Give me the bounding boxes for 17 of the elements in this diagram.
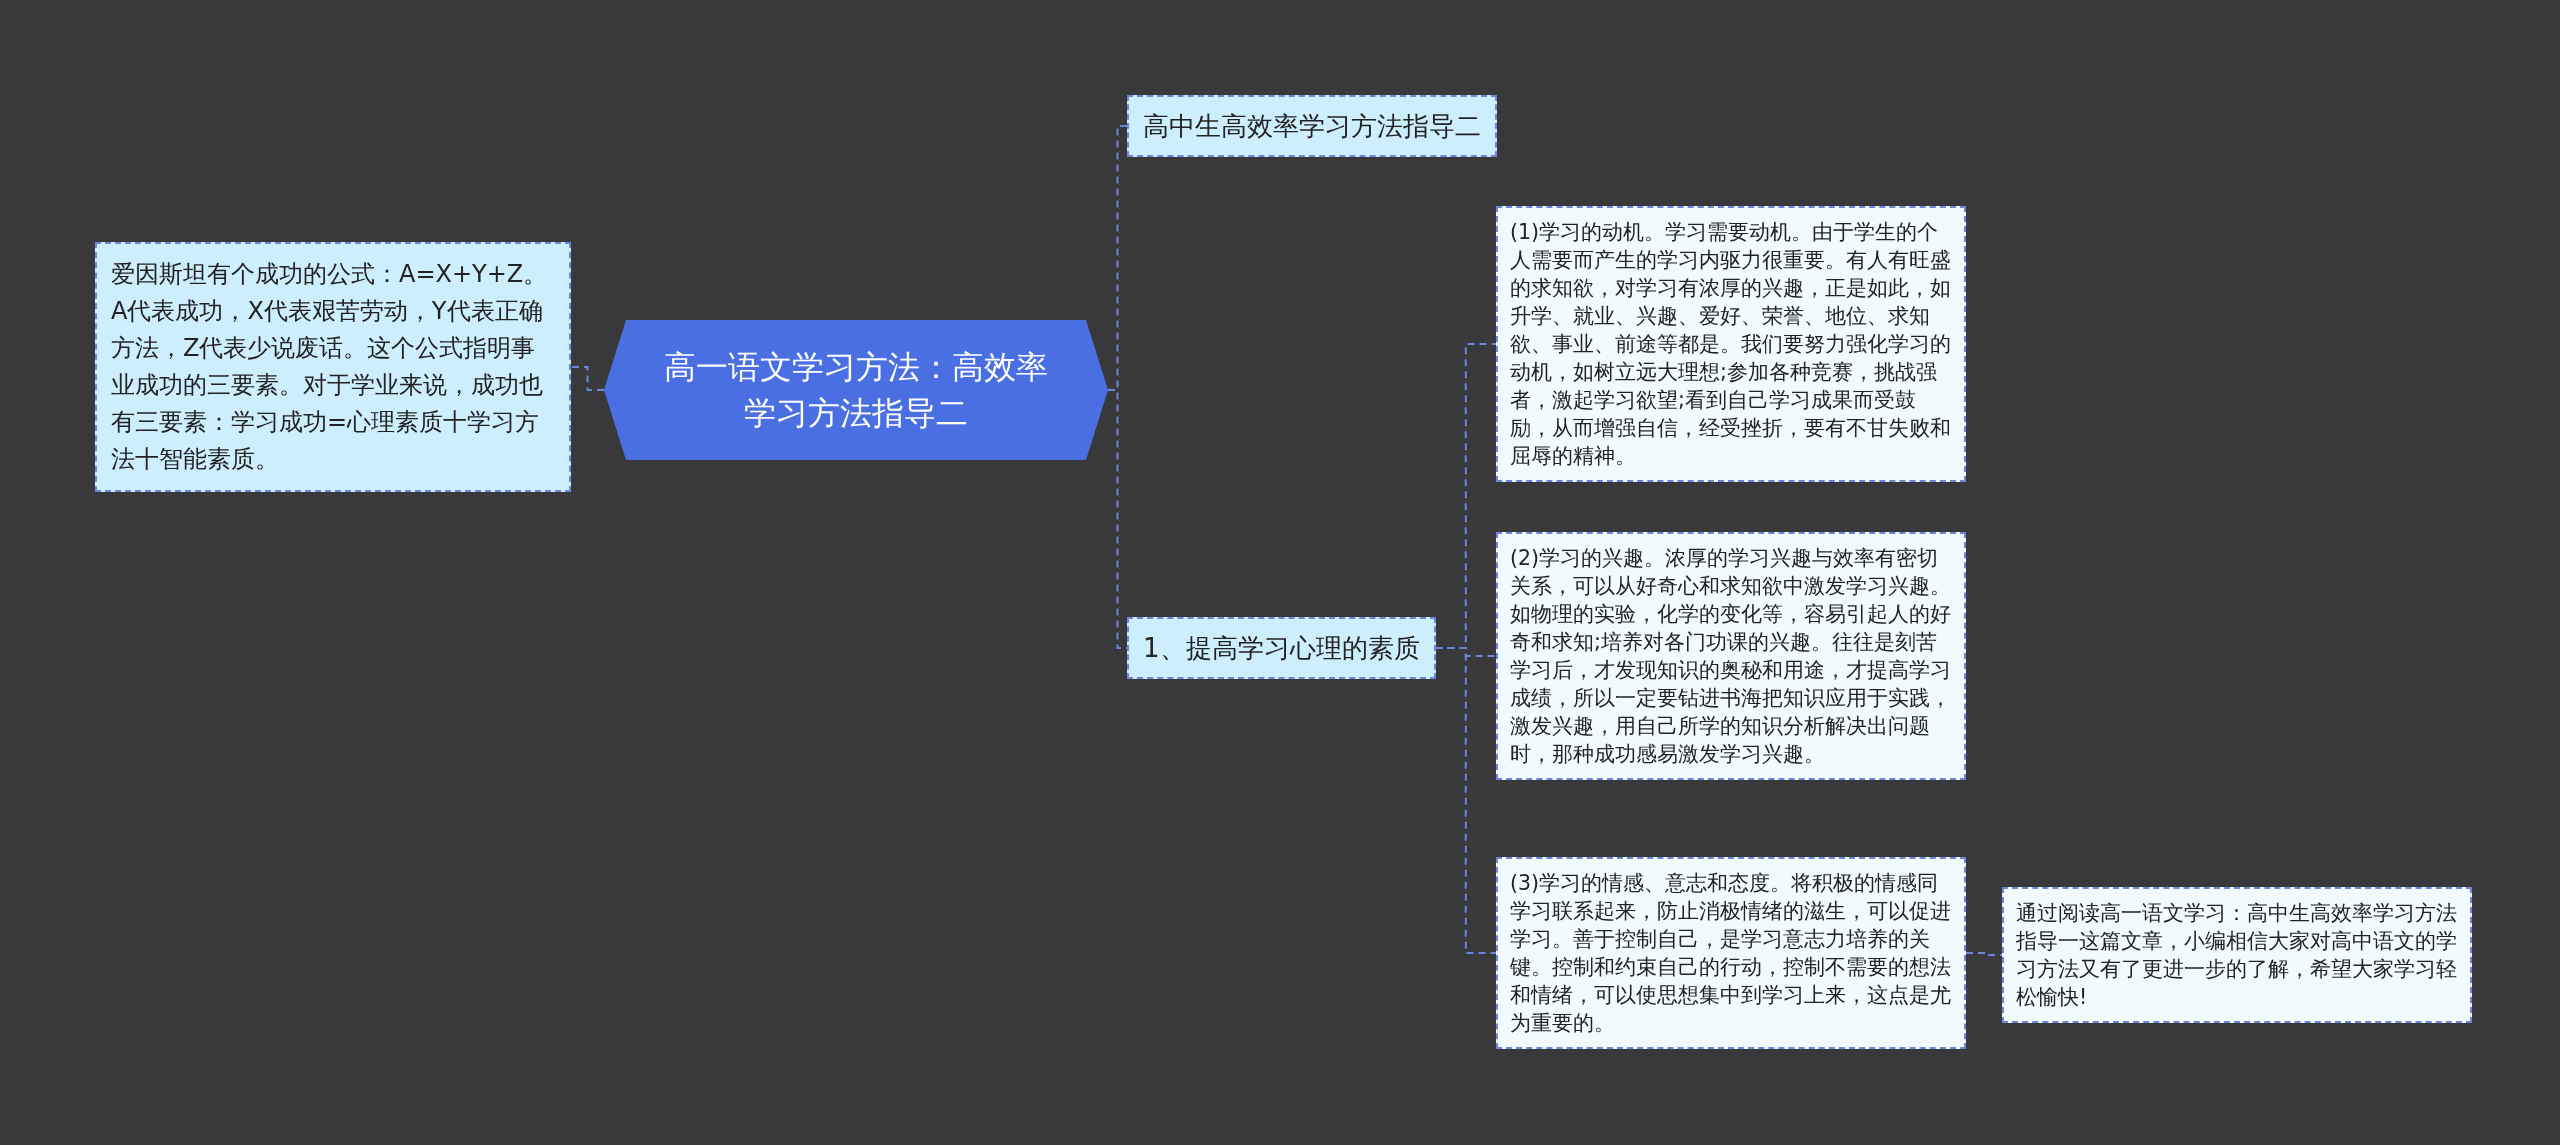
topic-text: 高中生高效率学习方法指导二	[1143, 110, 1481, 143]
topic-text: (1)学习的动机。学习需要动机。由于学生的个人需要而产生的学习内驱力很重要。有人有旺盛的求知欲，对学习有浓厚的兴趣，正是如此，如升学、就业、兴趣、爱好、荣誉、地位、求知欲、事业、前途等都是。我们要努力强化学习的动机，如树立远大理想;参加各种竞赛，挑战强者，激起学习欲望;看到自己学习成果而受鼓励，从而增强自信，经受挫折，要有不甘失败和屈辱的精神。	[1510, 219, 1952, 470]
topic-text: 爱因斯坦有个成功的公式：A=X+Y+Z。A代表成功，X代表艰苦劳动，Y代表正确方法，Z代表少说废话。这个公式指明事业成功的三要素。对于学业来说，成功也有三要素：学习成功=心理素质十学习方法十智能素质。	[111, 259, 549, 475]
topic-box	[1127, 617, 1436, 679]
topic-text: (3)学习的情感、意志和态度。将积极的情感同学习联系起来，防止消极情绪的滋生，可以促进学习。善于控制自己，是学习意志力培养的关键。控制和约束自己的行动，控制不需要的想法和情绪，可以使思想集中到学习上来，这点是尤为重要的。	[1510, 870, 1952, 1037]
topic-box	[2002, 887, 2472, 1023]
topic-hexagon	[604, 320, 1108, 460]
topic-text: (2)学习的兴趣。浓厚的学习兴趣与效率有密切关系，可以从好奇心和求知欲中激发学习兴趣。如物理的实验，化学的变化等，容易引起人的好奇和求知;培养对各门功课的兴趣。往往是刻苦学习后，才发现知识的奥秘和用途，才提高学习成绩，所以一定要钻进书海把知识应用于实践，激发兴趣，用自己所学的知识分析解决出问题时，那种成功感易激发学习兴趣。	[1510, 545, 1952, 768]
topic-text: 高一语文学习方法：高效率学习方法指导二	[663, 347, 1049, 434]
topic-text: 通过阅读高一语文学习：高中生高效率学习方法指导一这篇文章，小编相信大家对高中语文的学习方法又有了更进一步的了解，希望大家学习轻松愉快!	[2016, 900, 2458, 1011]
connector-line	[570, 366, 605, 391]
topic-box	[1496, 532, 1966, 780]
topic-box	[1496, 857, 1966, 1049]
topic-box	[95, 242, 571, 492]
connector-line	[1965, 952, 2003, 956]
topic-box	[1127, 95, 1497, 157]
topic-text: 1、提高学习心理的素质	[1143, 632, 1420, 665]
